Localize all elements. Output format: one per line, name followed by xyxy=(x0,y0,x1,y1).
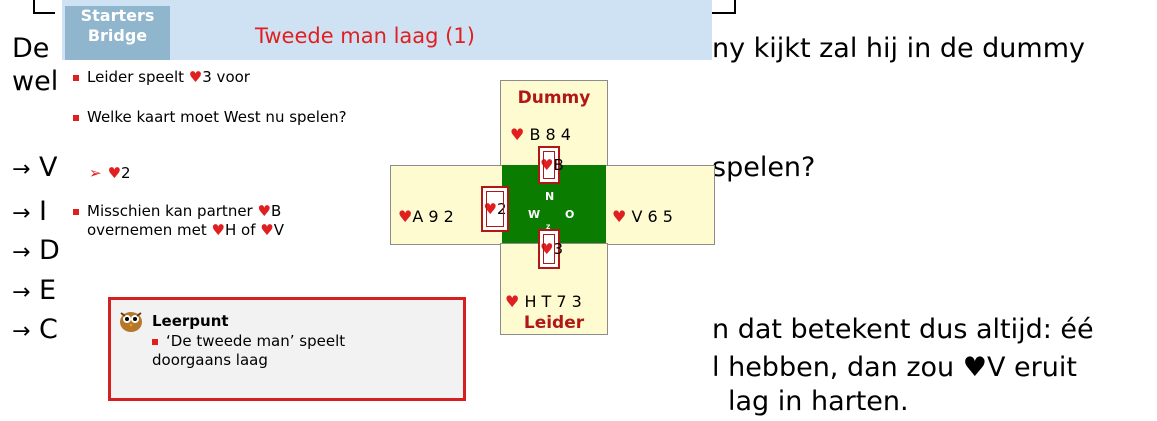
compass-o: O xyxy=(565,208,575,221)
played-card-west: ♥2 xyxy=(481,186,509,232)
played-card-north: ♥B xyxy=(538,146,564,184)
south-hand xyxy=(500,243,608,335)
played-card-south: ♥3 xyxy=(538,229,563,269)
bg-line8-right: lag in harten. xyxy=(728,386,909,417)
bullet-marker-icon xyxy=(73,114,79,121)
bullet-marker-icon xyxy=(73,208,79,215)
bg-line4-frag: → I xyxy=(12,196,47,227)
compass-n: N xyxy=(545,190,555,203)
owl-icon xyxy=(116,305,146,335)
starters-bridge-logo: Starters Bridge xyxy=(65,6,170,60)
bg-line7-right: l hebben, dan zou ♥V eruit xyxy=(712,352,1077,383)
bg-line7-frag: → C xyxy=(12,314,58,345)
north-label: Dummy xyxy=(517,88,591,108)
top-left-bracket xyxy=(33,0,55,14)
south-cards: ♥ H T 7 3 xyxy=(505,292,582,311)
bg-line6-right: n dat betekent dus altijd: éé xyxy=(712,314,1094,345)
compass-z: Z xyxy=(546,224,551,231)
bullet-marker-icon xyxy=(73,74,79,81)
slide-header xyxy=(62,0,712,60)
compass: N W O Z xyxy=(525,188,575,234)
bullet-1: Leider speelt ♥3 voor xyxy=(73,68,250,87)
bg-line5-frag: → D xyxy=(12,235,60,266)
south-label: Leider xyxy=(523,313,585,333)
west-cards: ♥A 9 2 xyxy=(398,207,454,226)
leerpunt-title: Leerpunt xyxy=(152,312,229,330)
compass-w: W xyxy=(528,208,541,221)
top-right-bracket xyxy=(712,0,736,14)
bg-line6-frag: → E xyxy=(12,275,57,306)
slide-title: Tweede man laag (1) xyxy=(255,24,475,48)
arrowhead-icon: ➢ xyxy=(89,164,102,182)
bg-line1-left: De xyxy=(12,33,50,64)
leerpunt-box xyxy=(108,297,466,401)
east-cards: ♥ V 6 5 xyxy=(612,207,673,226)
sub-bullet: ➢♥2 xyxy=(89,164,131,182)
bullet-marker-icon xyxy=(152,338,158,345)
bg-line3-right: spelen? xyxy=(712,152,816,183)
bg-line3-frag: → V xyxy=(12,152,58,183)
bullet-2: Welke kaart moet West nu spelen? xyxy=(73,108,373,127)
east-hand xyxy=(605,165,715,245)
north-cards: ♥ B 8 4 xyxy=(510,125,571,144)
bullet-4: Misschien kan partner ♥B overnemen met ♥… xyxy=(73,202,373,240)
leerpunt-text: ‘De tweede man’ speelt doorgaans laag xyxy=(152,332,346,369)
bg-line1-right: ny kijkt zal hij in de dummy xyxy=(712,33,1085,64)
bg-line2-left: wel xyxy=(12,66,59,97)
